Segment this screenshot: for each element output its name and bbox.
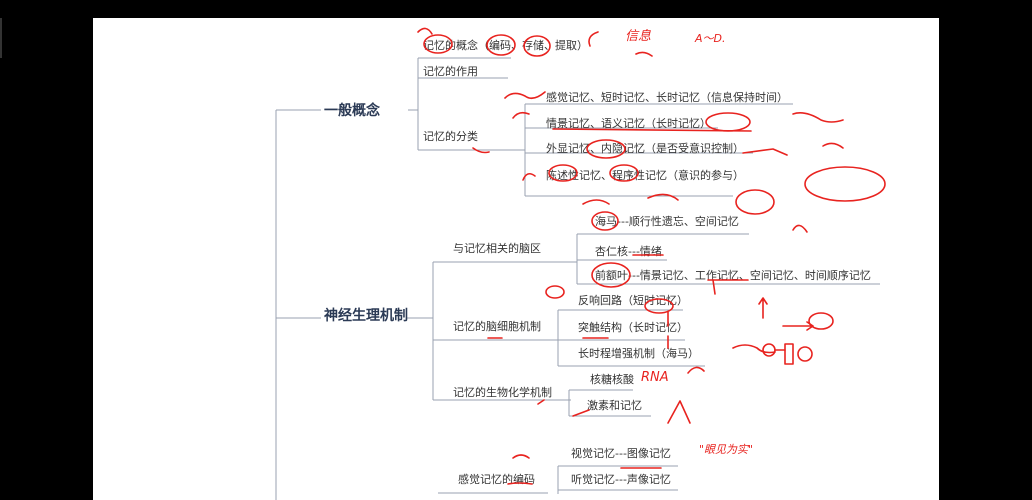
node-sensory-auditory: 听觉记忆---声像记忆 — [571, 473, 671, 486]
ink-underline-coding — [507, 482, 533, 485]
ink-arrow-right — [782, 321, 814, 331]
node-biochemistry: 记忆的生物化学机制 — [453, 386, 552, 399]
ink-scribble-right-1 — [792, 112, 844, 123]
node-cell-ltp: 长时程增强机制（海马） — [578, 347, 699, 360]
node-area-hippocampus: 海马---顺行性遗忘、空间记忆 — [595, 215, 739, 228]
ink-scribble-declarative — [522, 172, 536, 181]
ink-circle-declarative — [548, 164, 578, 182]
ink-scribble-hippo-label — [582, 199, 610, 205]
node-area-prefrontal: 前额叶---情景记忆、工作记忆、空间记忆、时间顺序记忆 — [595, 269, 871, 282]
ink-scribble-hippo-note — [647, 193, 679, 201]
node-sensory-visual: 视觉记忆---图像记忆 — [571, 447, 671, 460]
section-general-concept: 一般概念 — [324, 103, 380, 119]
ink-circle-dot — [545, 285, 565, 299]
ink-bracket-extract — [588, 31, 599, 47]
node-brain-areas: 与记忆相关的脑区 — [453, 242, 541, 255]
ink-note-rna: RNA — [641, 370, 669, 385]
node-memory-function: 记忆的作用 — [423, 65, 478, 78]
node-cell-reverberating: 反响回路（短时记忆） — [578, 294, 688, 307]
ink-underline-hormone — [572, 409, 590, 417]
ink-circle-hippocampus — [591, 211, 619, 231]
mindmap-canvas: 一般概念 神经生理机制 记忆的概念（编码、存储、提取） 记忆的作用 记忆的分类 … — [93, 18, 939, 500]
node-type-declarative: 陈述性记忆、程序性记忆（意识的参与） — [546, 169, 744, 182]
left-edge-marker — [0, 18, 2, 58]
node-bio-hormone: 激素和记忆 — [587, 399, 642, 412]
ink-circle-concept — [423, 34, 453, 54]
section-neurophysiology: 神经生理机制 — [324, 308, 408, 324]
ink-circle-hippo-note — [735, 189, 775, 215]
ink-arrow-explicit — [742, 148, 788, 156]
ink-scribble-sensory — [504, 91, 546, 100]
node-cell-mechanism: 记忆的脑细胞机制 — [453, 320, 541, 333]
ink-arrow-caret — [667, 400, 691, 424]
node-memory-concept: 记忆的概念（编码、存储、提取） — [423, 39, 588, 52]
ink-circle-prefrontal — [591, 262, 631, 288]
node-type-explicit: 外显记忆、内隐记忆（是否受意识控制） — [546, 142, 744, 155]
ink-note-information: 信息 — [625, 29, 652, 44]
node-bio-rna: 核糖核酸 — [590, 373, 634, 386]
ink-circle-episodic — [705, 112, 751, 132]
ink-tick-hormone — [537, 399, 545, 405]
ink-scribble-coding — [512, 454, 530, 459]
ink-scribble-ltp — [687, 366, 705, 374]
ink-scribble-spatial — [792, 224, 808, 233]
ink-circle-procedural — [609, 164, 639, 182]
ink-scribble-right-2 — [822, 142, 844, 149]
node-memory-classification: 记忆的分类 — [423, 130, 478, 143]
handwriting-ink — [417, 27, 886, 485]
node-type-episodic: 情景记忆、语义记忆（长时记忆） — [546, 117, 711, 130]
ink-arrow-up — [758, 297, 768, 319]
ink-circle-far-right — [804, 166, 886, 202]
node-cell-synapse: 突触结构（长时记忆） — [578, 321, 688, 334]
ink-neuron-soma — [762, 343, 776, 357]
ink-circle-synapse-diagram — [808, 312, 834, 330]
ink-circle-encode — [486, 34, 516, 56]
ink-scribble-episodic — [512, 111, 530, 119]
ink-neuron-terminal — [784, 343, 794, 365]
ink-neuron-target — [797, 346, 813, 362]
node-type-duration: 感觉记忆、短时记忆、长时记忆（信息保持时间） — [546, 91, 788, 104]
ink-circle-implicit — [586, 139, 626, 159]
ink-neuron-left — [732, 344, 776, 354]
ink-note-range: A～D. — [695, 32, 726, 45]
ink-scribble-classify — [472, 147, 490, 154]
ink-arrow-concept — [417, 27, 433, 35]
ink-circle-shortterm — [644, 298, 674, 314]
ink-underline-note — [635, 51, 653, 57]
ink-tick-working — [712, 279, 716, 295]
ink-circle-store — [523, 35, 551, 57]
ink-note-seeing: "眼见为实" — [699, 443, 754, 456]
connector-lines — [275, 57, 880, 500]
